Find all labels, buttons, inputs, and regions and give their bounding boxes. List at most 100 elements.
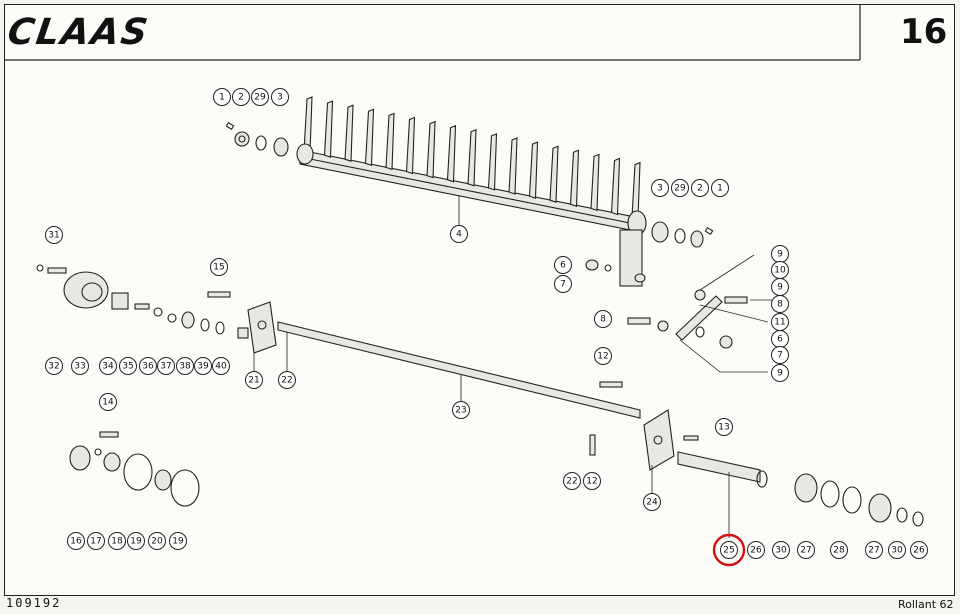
callout-number: 13 xyxy=(718,423,729,433)
callout-ring xyxy=(797,541,815,559)
callout-number: 36 xyxy=(142,362,154,372)
callout-c3a: 3 xyxy=(271,88,289,106)
callout-c9c: 9 xyxy=(771,364,789,382)
callout-number: 35 xyxy=(122,362,133,372)
leader-lines xyxy=(253,196,780,538)
callout-ring xyxy=(888,541,906,559)
callout-ring xyxy=(452,401,470,419)
callout-c14: 14 xyxy=(99,393,117,411)
callout-number: 12 xyxy=(586,477,597,487)
callout-number: 28 xyxy=(833,546,845,556)
callout-number: 39 xyxy=(197,362,209,372)
highlight-ring xyxy=(712,533,746,567)
callout-c9a: 9 xyxy=(771,245,789,263)
callout-number: 2 xyxy=(697,184,703,194)
callout-c7a: 7 xyxy=(554,275,572,293)
callout-number: 8 xyxy=(600,315,606,325)
callout-ring xyxy=(139,357,157,375)
callout-c4: 4 xyxy=(450,225,468,243)
callout-number: 15 xyxy=(213,263,224,273)
callout-c11: 11 xyxy=(771,313,789,331)
callout-number: 16 xyxy=(70,537,82,547)
callout-number: 1 xyxy=(717,184,723,194)
callout-c36: 36 xyxy=(139,357,157,375)
callout-ring xyxy=(67,532,85,550)
callout-number: 26 xyxy=(913,546,925,556)
callout-c24: 24 xyxy=(643,493,661,511)
callout-ring xyxy=(212,357,230,375)
callout-c28: 28 xyxy=(830,541,848,559)
callout-number: 6 xyxy=(560,261,566,271)
callout-c7b: 7 xyxy=(771,346,789,364)
callout-ring xyxy=(554,256,572,274)
callout-number: 2 xyxy=(238,93,244,103)
callout-ring xyxy=(251,88,269,106)
callout-ring xyxy=(99,393,117,411)
callout-ring xyxy=(671,179,689,197)
callout-number: 29 xyxy=(254,93,266,103)
tine xyxy=(549,145,559,203)
tine xyxy=(405,116,416,175)
callout-number: 40 xyxy=(215,362,227,372)
callout-ring xyxy=(865,541,883,559)
callout-ring xyxy=(213,88,231,106)
callout-ring xyxy=(771,295,789,313)
callout-ring xyxy=(771,364,789,382)
callout-ring xyxy=(71,357,89,375)
callout-ring xyxy=(119,357,137,375)
callout-ring xyxy=(157,357,175,375)
callout-number: 24 xyxy=(646,498,658,508)
callout-c13: 13 xyxy=(715,418,733,436)
callout-number: 17 xyxy=(90,537,101,547)
callout-c8a: 8 xyxy=(594,310,612,328)
callout-ring xyxy=(176,357,194,375)
tine xyxy=(528,141,539,199)
callout-number: 20 xyxy=(151,537,163,547)
callout-c33: 33 xyxy=(71,357,89,375)
callout-c19a: 19 xyxy=(127,532,145,550)
callout-ring xyxy=(772,541,790,559)
callout-c27b: 27 xyxy=(865,541,883,559)
callout-c34: 34 xyxy=(99,357,117,375)
callout-number: 12 xyxy=(597,352,608,362)
tine xyxy=(590,153,600,212)
page-number: 16 xyxy=(900,12,948,52)
callout-number: 8 xyxy=(777,300,783,310)
callout-c16: 16 xyxy=(67,532,85,550)
callout-number: 30 xyxy=(891,546,903,556)
callout-number: 22 xyxy=(566,477,577,487)
tine xyxy=(344,104,354,162)
callout-c10: 10 xyxy=(771,261,789,279)
callout-number: 10 xyxy=(774,266,786,276)
callout-number: 1 xyxy=(219,93,225,103)
callout-ring xyxy=(747,541,765,559)
callout-ring xyxy=(643,493,661,511)
callout-c9b: 9 xyxy=(771,278,789,296)
callout-ring xyxy=(711,179,729,197)
callout-c6a: 6 xyxy=(554,256,572,274)
callout-number: 6 xyxy=(777,335,783,345)
callout-number: 21 xyxy=(248,376,259,386)
callout-c1a: 1 xyxy=(213,88,231,106)
callout-number: 32 xyxy=(48,362,59,372)
top-right-bearing-set xyxy=(619,210,714,287)
tine-bar-assembly xyxy=(299,96,641,233)
callout-number: 26 xyxy=(750,546,762,556)
model-name: Rollant 62 xyxy=(898,598,954,611)
callout-ring xyxy=(194,357,212,375)
callout-number: 9 xyxy=(777,369,783,379)
callout-c23: 23 xyxy=(452,401,470,419)
callout-ring xyxy=(450,225,468,243)
callout-c31: 31 xyxy=(45,226,63,244)
callout-number: 23 xyxy=(455,406,466,416)
tine xyxy=(487,133,498,191)
callout-c1b: 1 xyxy=(711,179,729,197)
main-shaft xyxy=(277,321,641,419)
callout-number: 38 xyxy=(179,362,191,372)
callout-c19b: 19 xyxy=(169,532,187,550)
parts-sheet xyxy=(4,4,955,596)
callout-number: 31 xyxy=(48,231,59,241)
callout-c2a: 2 xyxy=(232,88,250,106)
